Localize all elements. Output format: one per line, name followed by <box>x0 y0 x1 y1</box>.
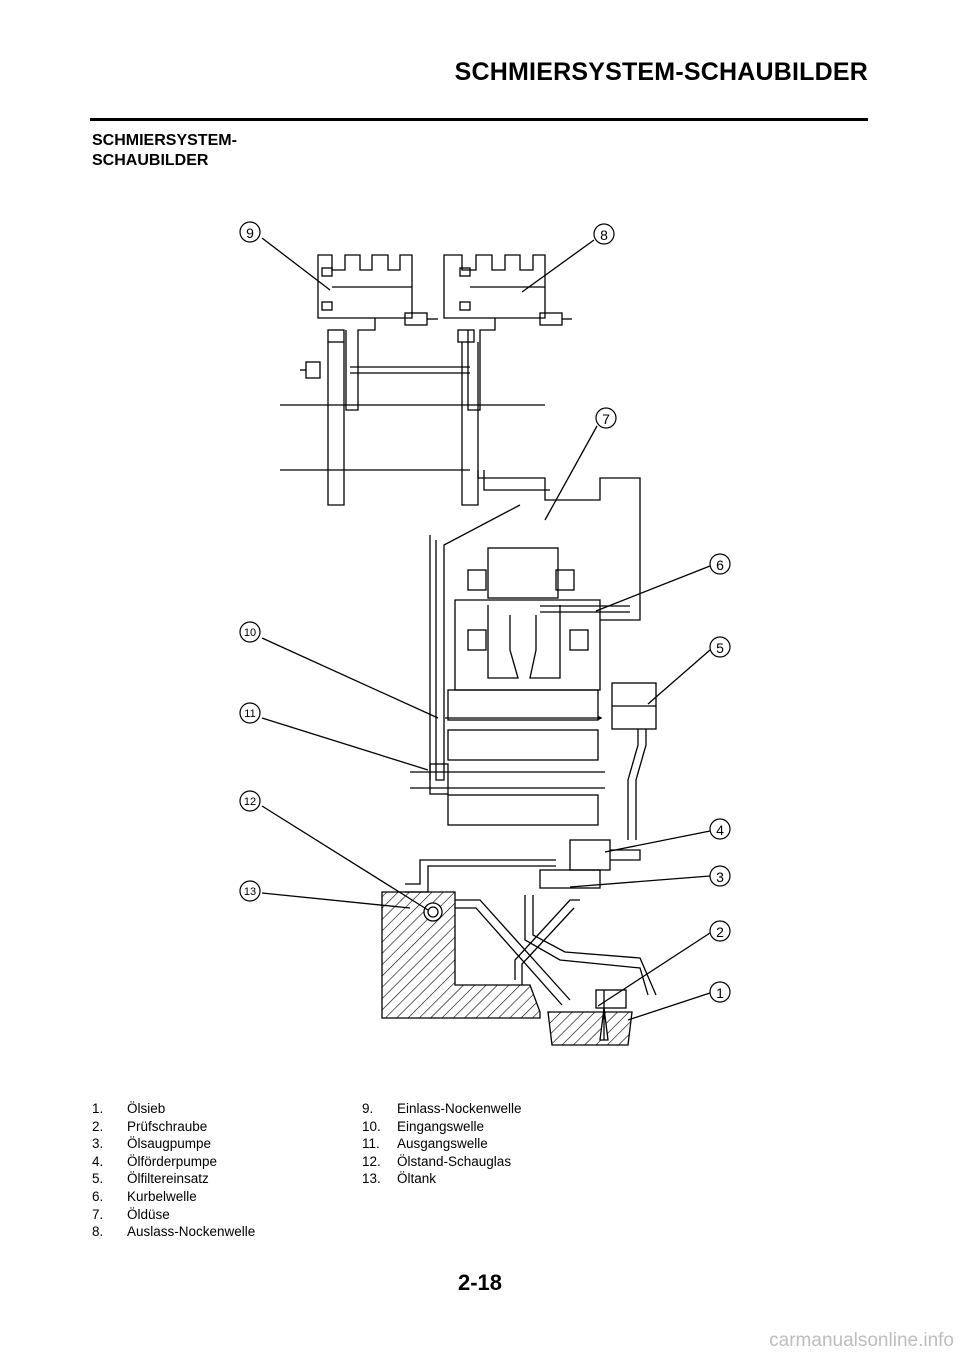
callout-10: 10 <box>239 621 261 643</box>
legend-number: 6. <box>92 1188 104 1204</box>
legend-label: Öltank <box>397 1171 437 1187</box>
svg-text:12: 12 <box>244 796 256 808</box>
legend-item: 5. Ölfiltereinsatz <box>92 1170 255 1188</box>
svg-text:6: 6 <box>716 557 724 573</box>
legend-number: 3. <box>92 1136 104 1152</box>
svg-text:11: 11 <box>244 708 255 720</box>
legend-number: 8. <box>92 1224 104 1240</box>
header-rule <box>90 118 868 121</box>
legend-label: Ölsieb <box>127 1101 166 1116</box>
legend-number: 2. <box>92 1118 104 1134</box>
legend-column-2: 9. Einlass-Nockenwelle 10. Eingangswelle 1… <box>362 1100 522 1188</box>
legend-number: 9. <box>362 1101 374 1116</box>
callout-12: 12 <box>239 790 261 812</box>
legend-label: Ölsaugpumpe <box>127 1136 212 1152</box>
legend-item: 10. Eingangswelle <box>362 1118 522 1136</box>
legend-item: 13. Öltank <box>362 1170 522 1188</box>
svg-text:4: 4 <box>716 822 724 838</box>
callout-13: 13 <box>239 880 261 902</box>
legend-label: Eingangswelle <box>397 1118 485 1134</box>
legend-number: 7. <box>92 1206 104 1222</box>
callout-1: 1 <box>709 981 731 1003</box>
svg-text:8: 8 <box>600 227 608 243</box>
legend-item: 7. Öldüse <box>92 1206 255 1224</box>
legend-label: Kurbelwelle <box>127 1188 197 1204</box>
intake-camshaft <box>317 254 413 319</box>
callout-7: 7 <box>595 407 617 429</box>
svg-text:1: 1 <box>716 985 724 1001</box>
legend-number: 11. <box>362 1136 380 1152</box>
watermark-text[interactable]: carmanualsonline.info <box>769 1330 954 1351</box>
legend-column-1: 1. Ölsieb 2. Prüfschraube 3. Ölsaugpumpe 4.… <box>92 1100 255 1241</box>
legend-number: 4. <box>92 1153 104 1169</box>
callout-5: 5 <box>709 636 731 658</box>
svg-text:13: 13 <box>244 886 256 898</box>
legend-item: 8. Auslass-Nockenwelle <box>92 1223 255 1241</box>
callout-6: 6 <box>709 553 731 575</box>
svg-text:7: 7 <box>602 411 610 427</box>
callout-2: 2 <box>709 920 731 942</box>
callout-4: 4 <box>709 818 731 840</box>
legend-number: 10. <box>362 1118 381 1134</box>
legend-label: Ölförderpumpe <box>127 1153 218 1169</box>
legend-item: 1. Ölsieb <box>92 1100 255 1118</box>
legend-label: Prüfschraube <box>127 1118 208 1134</box>
svg-text:10: 10 <box>244 627 256 639</box>
section-title-line-1: SCHMIERSYSTEM- <box>92 132 237 149</box>
page-header-title: SCHMIERSYSTEM-SCHAUBILDER <box>454 58 868 86</box>
legend-label: Ölstand-Schauglas <box>397 1153 512 1169</box>
legend-number: 1. <box>92 1101 104 1116</box>
legend-label: Ölfiltereinsatz <box>127 1171 209 1187</box>
legend-item: 11. Ausgangswelle <box>362 1135 522 1153</box>
page-number: 2-18 <box>457 1270 503 1295</box>
legend-item: 12. Ölstand-Schauglas <box>362 1153 522 1171</box>
svg-text:2: 2 <box>716 924 724 940</box>
svg-text:3: 3 <box>716 869 724 885</box>
legend-item: 2. Prüfschraube <box>92 1118 255 1136</box>
legend-label: Öldüse <box>127 1206 170 1222</box>
svg-text:9: 9 <box>246 225 254 241</box>
legend-number: 12. <box>362 1153 381 1169</box>
legend-label: Einlass-Nockenwelle <box>397 1101 522 1116</box>
legend-item: 9. Einlass-Nockenwelle <box>362 1100 522 1118</box>
callout-3: 3 <box>709 865 731 887</box>
svg-text:5: 5 <box>716 640 724 656</box>
section-title-line-2: SCHAUBILDER <box>92 152 209 169</box>
legend-number: 13. <box>362 1171 381 1187</box>
legend-label: Ausgangswelle <box>397 1136 488 1152</box>
legend-item: 6. Kurbelwelle <box>92 1188 255 1206</box>
legend-item: 3. Ölsaugpumpe <box>92 1135 255 1153</box>
callout-9: 9 <box>239 221 261 243</box>
callout-8: 8 <box>593 223 615 245</box>
callout-11: 11 <box>239 702 261 724</box>
watermark[interactable]: carmanualsonline.info <box>769 1330 954 1352</box>
legend-item: 4. Ölförderpumpe <box>92 1153 255 1171</box>
section-title: SCHMIERSYSTEM- SCHAUBILDER <box>92 131 237 171</box>
legend-label: Auslass-Nockenwelle <box>127 1224 256 1240</box>
legend-number: 5. <box>92 1171 104 1187</box>
